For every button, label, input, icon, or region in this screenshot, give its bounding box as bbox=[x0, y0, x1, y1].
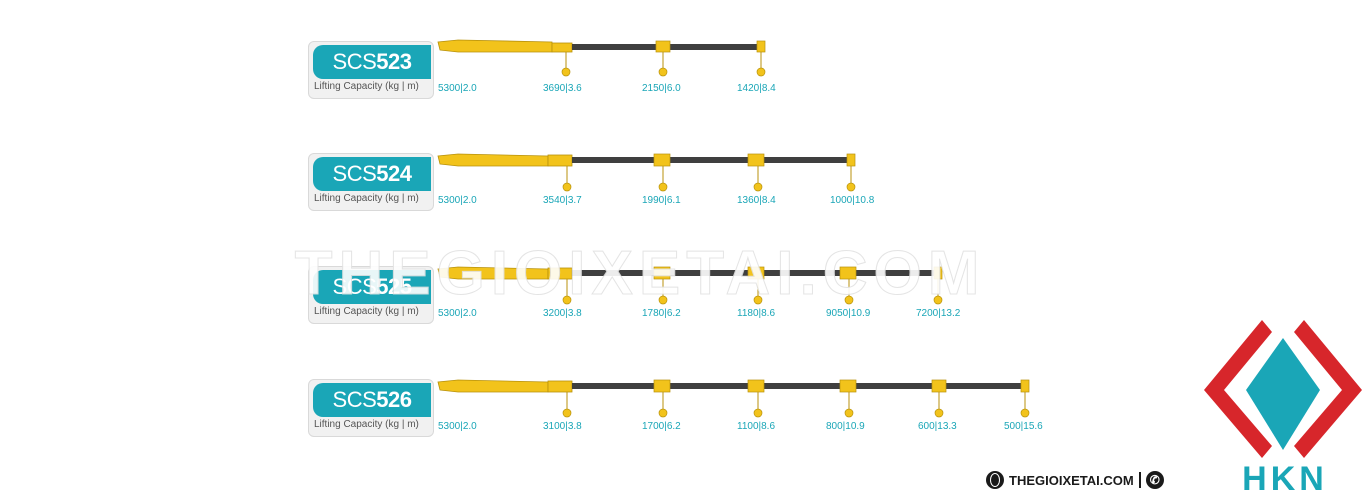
capacity-value: 3540|3.7 bbox=[543, 195, 582, 206]
crane-row-523: SCS523 Lifting Capacity (kg | m) 5300|2.… bbox=[0, 38, 1366, 128]
model-badge: SCS524 Lifting Capacity (kg | m) bbox=[308, 153, 434, 211]
crane-boom-diagram bbox=[437, 379, 1030, 418]
lifting-capacity-label: Lifting Capacity (kg | m) bbox=[314, 81, 419, 92]
globe-icon bbox=[986, 471, 1004, 489]
hkn-logo bbox=[1204, 320, 1362, 458]
model-badge: SCS526 Lifting Capacity (kg | m) bbox=[308, 379, 434, 437]
capacity-value: 5300|2.0 bbox=[438, 195, 477, 206]
divider bbox=[1138, 472, 1141, 488]
model-name: SCS525 bbox=[313, 270, 431, 304]
capacity-value: 1180|8.6 bbox=[737, 308, 776, 319]
capacity-value: 3100|3.8 bbox=[543, 421, 582, 432]
model-name: SCS523 bbox=[313, 45, 431, 79]
capacity-value: 3200|3.8 bbox=[543, 308, 582, 319]
lifting-capacity-label: Lifting Capacity (kg | m) bbox=[314, 193, 419, 204]
capacity-value: 600|13.3 bbox=[918, 421, 957, 432]
capacity-value: 500|15.6 bbox=[1004, 421, 1043, 432]
model-badge: SCS525 Lifting Capacity (kg | m) bbox=[308, 266, 434, 324]
crane-boom-diagram bbox=[437, 39, 766, 77]
capacity-value: 3690|3.6 bbox=[543, 83, 582, 94]
capacity-value: 5300|2.0 bbox=[438, 421, 477, 432]
crane-row-525: SCS525 Lifting Capacity (kg | m) 5300|2.… bbox=[0, 263, 1366, 353]
crane-row-526: SCS526 Lifting Capacity (kg | m) 5300|2.… bbox=[0, 376, 1366, 466]
capacity-value: 1100|8.6 bbox=[737, 421, 776, 432]
capacity-value: 1360|8.4 bbox=[737, 195, 776, 206]
capacity-value: 2150|6.0 bbox=[642, 83, 681, 94]
capacity-value: 1420|8.4 bbox=[737, 83, 776, 94]
model-name: SCS526 bbox=[313, 383, 431, 417]
capacity-value: 9050|10.9 bbox=[826, 308, 871, 319]
footer-website: THEGIOIXETAI.COM ✆ bbox=[986, 469, 1164, 491]
model-badge: SCS523 Lifting Capacity (kg | m) bbox=[308, 41, 434, 99]
capacity-value: 800|10.9 bbox=[826, 421, 865, 432]
website-text: THEGIOIXETAI.COM bbox=[1009, 472, 1134, 488]
capacity-value: 5300|2.0 bbox=[438, 83, 477, 94]
crane-row-524: SCS524 Lifting Capacity (kg | m) 5300|2.… bbox=[0, 150, 1366, 240]
crane-boom-diagram bbox=[437, 153, 856, 192]
lifting-capacity-label: Lifting Capacity (kg | m) bbox=[314, 419, 419, 430]
phone-icon: ✆ bbox=[1145, 471, 1164, 489]
model-name: SCS524 bbox=[313, 157, 431, 191]
capacity-value: 1000|10.8 bbox=[830, 195, 875, 206]
capacity-value: 1780|6.2 bbox=[642, 308, 681, 319]
capacity-value: 1700|6.2 bbox=[642, 421, 681, 432]
capacity-value: 5300|2.0 bbox=[438, 308, 477, 319]
logo-text: HKN bbox=[1242, 460, 1328, 498]
capacity-value: 7200|13.2 bbox=[916, 308, 961, 319]
capacity-value: 1990|6.1 bbox=[642, 195, 681, 206]
crane-boom-diagram bbox=[437, 266, 943, 305]
lifting-capacity-label: Lifting Capacity (kg | m) bbox=[314, 306, 419, 317]
